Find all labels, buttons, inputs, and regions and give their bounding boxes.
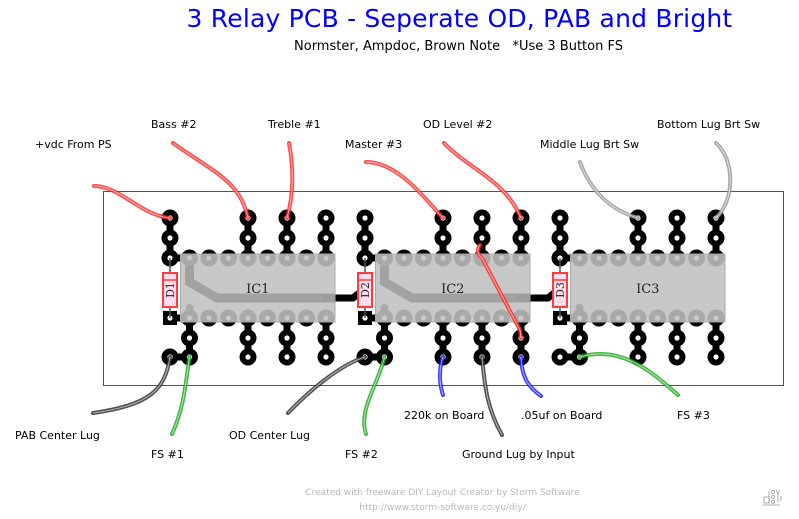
ic-pin1-marker: [185, 304, 194, 312]
wire-middle-lug-highlight: [579, 161, 639, 219]
ic-body: [570, 253, 726, 323]
pad-hole: [362, 215, 368, 221]
pad-hole: [245, 235, 251, 241]
pad-hole: [284, 354, 290, 360]
pad-hole: [557, 215, 563, 221]
pad-hole: [323, 215, 329, 221]
label-vdc-from-ps: +vdc From PS: [35, 138, 112, 151]
pad-hole: [479, 335, 485, 341]
pad-hole: [713, 235, 719, 241]
diy-logo-icon: [762, 489, 782, 506]
label-ground-lug: Ground Lug by Input: [462, 448, 576, 461]
pad-hole: [635, 335, 641, 341]
pad-hole: [674, 215, 680, 221]
label-master: Master #3: [345, 138, 402, 151]
ic-internal-trace: [380, 266, 530, 303]
wire-internal-jumper-highlight: [477, 244, 522, 339]
pad-hole: [713, 335, 719, 341]
wire-ground-lug-highlight: [481, 356, 503, 436]
wire-fs1-highlight: [171, 356, 190, 435]
pad-hole: [674, 354, 680, 360]
label-fs3: FS #3: [677, 409, 710, 422]
pad-hole: [440, 335, 446, 341]
diode-layer: D1 D2 D3: [162, 258, 568, 318]
pad-hole: [284, 235, 290, 241]
wire-bottom-lug-highlight: [715, 142, 731, 219]
label-od-center-lug: OD Center Lug: [229, 429, 310, 442]
ic-label: IC2: [441, 282, 464, 297]
diode-body: [162, 272, 178, 308]
diode-body: [357, 272, 373, 308]
ic-label: IC1: [246, 282, 269, 297]
pad-hole: [323, 235, 329, 241]
pad-hole: [440, 235, 446, 241]
label-220k-on-board: 220k on Board: [404, 409, 484, 422]
ic-layer: IC1 IC2 IC3: [180, 253, 726, 323]
label-treble: Treble #1: [267, 118, 321, 131]
label-bottom-lug-brt-sw: Bottom Lug Brt Sw: [657, 118, 760, 131]
pad-hole: [518, 235, 524, 241]
pad-hole: [557, 354, 563, 360]
pad-hole: [323, 335, 329, 341]
pad-hole: [323, 354, 329, 360]
pad-hole: [635, 354, 641, 360]
pad-hole: [381, 335, 388, 341]
pad-hole: [245, 354, 251, 360]
wire-master-highlight: [365, 161, 444, 219]
pad-hole: [167, 235, 173, 241]
wire-220k-highlight: [439, 356, 444, 396]
footer-url[interactable]: http://www.storm-software.co.yu/diy/: [359, 503, 526, 513]
wire-vdc-highlight: [93, 185, 171, 219]
wire-pab-center-highlight: [92, 356, 171, 414]
wire-05uf-highlight: [520, 356, 542, 397]
footer-credit: Created with freeware DIY Layout Creator…: [305, 488, 580, 498]
pad-hole: [674, 335, 680, 341]
wire-fs2-highlight: [363, 356, 385, 435]
pad-hole: [635, 235, 641, 241]
label-fs2: FS #2: [345, 448, 378, 461]
pad-hole: [284, 335, 290, 341]
pad-hole: [362, 235, 368, 241]
pad-hole: [186, 335, 193, 341]
pad-hole: [674, 235, 680, 241]
label-od-level: OD Level #2: [423, 118, 492, 131]
page-subtitle: Normster, Ampdoc, Brown Note *Use 3 Butt…: [294, 39, 623, 54]
wire-fs3-highlight: [579, 353, 679, 396]
ic-pin1-marker: [380, 304, 389, 312]
pad-hole: [557, 235, 563, 241]
label-fs1: FS #1: [151, 448, 184, 461]
label-bass: Bass #2: [151, 118, 196, 131]
diode-label: D3: [554, 282, 567, 298]
wire-treble-highlight: [286, 142, 293, 219]
pad-hole: [713, 354, 719, 360]
wire-od-center-highlight: [287, 356, 366, 414]
ic-label: IC3: [636, 282, 659, 297]
ic-internal-trace: [185, 266, 335, 303]
diode-body: [552, 272, 568, 308]
ic-pin1-marker: [575, 304, 584, 312]
pad-hole: [245, 335, 251, 341]
label-pab-center-lug: PAB Center Lug: [15, 429, 100, 442]
pad-hole: [479, 215, 485, 221]
wire-layer: [91, 141, 733, 437]
label-05uf-on-board: .05uf on Board: [521, 409, 602, 422]
label-middle-lug-brt-sw: Middle Lug Brt Sw: [540, 138, 639, 151]
pad-hole: [479, 235, 485, 241]
page-title: 3 Relay PCB - Seperate OD, PAB and Brigh…: [186, 4, 733, 33]
wire-bass-highlight: [172, 142, 249, 219]
pad-hole: [576, 335, 583, 341]
wire-od-level-highlight: [443, 142, 522, 219]
diode-label: D1: [164, 282, 177, 298]
diode-label: D2: [359, 282, 372, 298]
